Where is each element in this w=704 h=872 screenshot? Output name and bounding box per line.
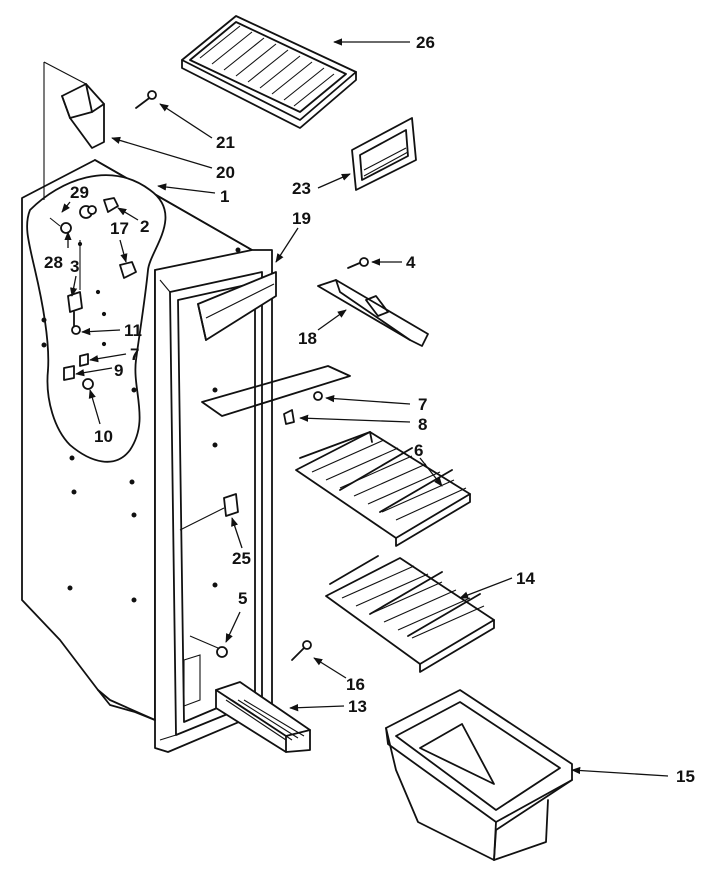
callout-28: 28 (44, 253, 63, 272)
trim-part-19 (197, 271, 277, 341)
callout-8: 8 (418, 415, 427, 434)
callout-6: 6 (414, 441, 423, 460)
screw-part-4 (347, 257, 369, 269)
trim-part-13 (215, 681, 311, 753)
top-bracket-part-20 (61, 83, 105, 149)
screw-part-5 (189, 635, 228, 658)
cabinet-liner (21, 159, 273, 753)
callout-11: 11 (124, 321, 142, 340)
storage-bin-part-15 (385, 689, 573, 861)
callout-10: 10 (94, 427, 113, 446)
screw-part-16 (291, 640, 312, 661)
callout-labels: 26 21 20 1 23 19 4 18 7 8 6 14 25 5 16 1… (44, 33, 695, 786)
damper-control-assembly (49, 197, 137, 390)
leader-lines (61, 38, 669, 777)
wire-shelf-part-6 (295, 431, 471, 547)
callout-9: 9 (114, 361, 123, 380)
callout-13: 13 (348, 697, 367, 716)
screw-part-21 (135, 90, 157, 109)
label-panel (201, 365, 351, 417)
callout-4: 4 (406, 253, 416, 272)
callout-23: 23 (292, 179, 311, 198)
callout-3: 3 (70, 257, 79, 276)
callout-21: 21 (216, 133, 235, 152)
callout-25: 25 (232, 549, 251, 568)
glass-shelf-part-26 (181, 15, 357, 129)
callout-15: 15 (676, 767, 695, 786)
callout-5: 5 (238, 589, 247, 608)
callout-7a: 7 (130, 345, 139, 364)
callout-17: 17 (110, 219, 129, 238)
callout-16: 16 (346, 675, 365, 694)
shelf-bracket-part-18 (317, 279, 429, 347)
wire-shelf-part-14 (325, 555, 495, 673)
callout-29: 29 (70, 183, 89, 202)
callout-14: 14 (516, 569, 535, 588)
callout-20: 20 (216, 163, 235, 182)
callout-18: 18 (298, 329, 317, 348)
callout-19: 19 (292, 209, 311, 228)
callout-2: 2 (140, 217, 149, 236)
clip-parts-7-8 (283, 391, 323, 425)
guard-part-23 (351, 117, 417, 191)
callout-26: 26 (416, 33, 435, 52)
callout-1: 1 (220, 187, 229, 206)
callout-7b: 7 (418, 395, 427, 414)
clip-part-25 (179, 493, 239, 531)
